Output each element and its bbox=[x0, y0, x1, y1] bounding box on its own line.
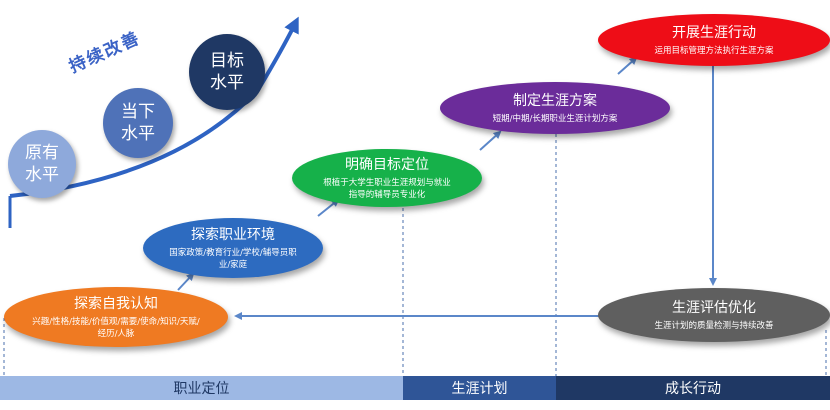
step-title: 开展生涯行动 bbox=[672, 24, 756, 41]
arrow-plan-to-action bbox=[617, 56, 638, 75]
step-evaluate-optimize: 生涯评估优化 生涯计划的质量检测与持续改善 bbox=[598, 288, 830, 342]
step-desc: 国家政策/教育行业/学校/辅导员职业/家庭 bbox=[169, 247, 297, 270]
step-title: 制定生涯方案 bbox=[513, 92, 597, 109]
step-make-plan: 制定生涯方案 短期/中期/长期职业生涯计划方案 bbox=[440, 82, 670, 134]
arrow-env-to-goal bbox=[317, 198, 340, 217]
step-desc: 生涯计划的质量检测与持续改善 bbox=[654, 320, 774, 331]
phase-career-planning: 生涯计划 bbox=[403, 376, 556, 400]
step-desc: 根植于大学生职业生涯规划与就业指导的辅导员专业化 bbox=[323, 177, 451, 200]
step-desc: 兴趣/性格/技能/价值观/需要/使命/知识/天赋/经历/人脉 bbox=[32, 316, 200, 339]
arrow-goal-to-plan bbox=[479, 130, 502, 151]
improvement-curve-arrow bbox=[9, 16, 299, 198]
step-explore-environment: 探索职业环境 国家政策/教育行业/学校/辅导员职业/家庭 bbox=[143, 218, 323, 278]
level-target-circle: 目标 水平 bbox=[189, 34, 265, 110]
level-original-circle: 原有 水平 bbox=[8, 130, 76, 198]
step-title: 探索自我认知 bbox=[74, 295, 158, 312]
phase-growth-action: 成长行动 bbox=[556, 376, 830, 400]
step-title: 生涯评估优化 bbox=[672, 299, 756, 316]
level-current-circle: 当下 水平 bbox=[103, 88, 173, 158]
arrow-self-to-env bbox=[177, 272, 195, 291]
step-explore-self: 探索自我认知 兴趣/性格/技能/价值观/需要/使命/知识/天赋/经历/人脉 bbox=[4, 287, 228, 347]
step-desc: 短期/中期/长期职业生涯计划方案 bbox=[492, 113, 618, 124]
step-title: 探索职业环境 bbox=[191, 226, 275, 243]
step-clarify-goal: 明确目标定位 根植于大学生职业生涯规划与就业指导的辅导员专业化 bbox=[292, 149, 482, 207]
step-title: 明确目标定位 bbox=[345, 156, 429, 173]
phase-career-positioning: 职业定位 bbox=[0, 376, 403, 400]
step-desc: 运用目标管理方法执行生涯方案 bbox=[654, 45, 774, 56]
step-take-action: 开展生涯行动 运用目标管理方法执行生涯方案 bbox=[598, 14, 830, 66]
